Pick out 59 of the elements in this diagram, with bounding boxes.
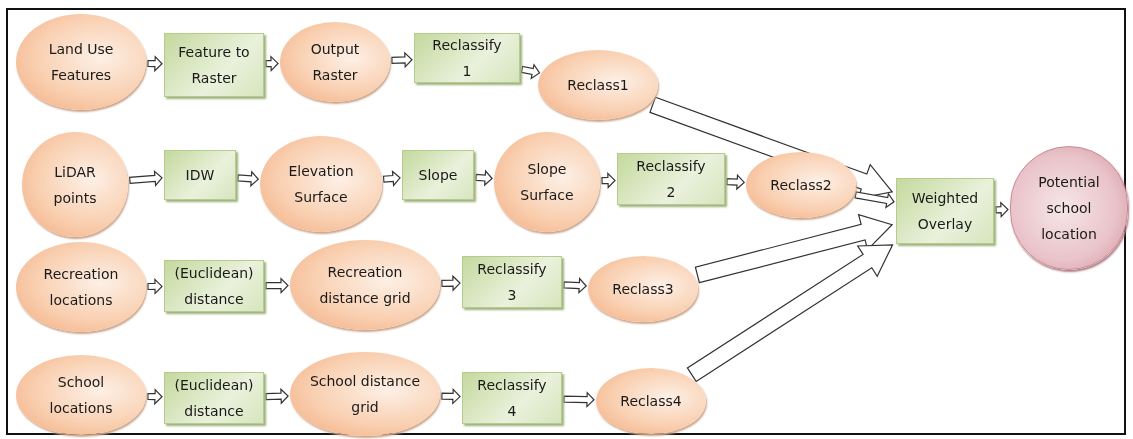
block-arrow: [265, 387, 289, 405]
process-box: [164, 372, 264, 424]
block-arrow: [147, 55, 163, 73]
node-label: School distance grid: [308, 372, 422, 417]
node-label: Feature to Raster: [177, 43, 251, 88]
node-label: Land Use Features: [47, 40, 115, 85]
node-label: Elevation Surface: [287, 162, 355, 207]
node-label: Reclassify 3: [476, 260, 548, 305]
process-box: [462, 256, 562, 308]
block-arrow: [694, 213, 894, 284]
node-label: Slope Surface: [519, 160, 575, 205]
node-label: Reclass2: [770, 176, 832, 195]
node-label: Reclass3: [612, 280, 674, 299]
node-label: (Euclidean) distance: [174, 376, 254, 421]
block-arrow: [391, 51, 413, 69]
node-label: Reclass4: [620, 392, 682, 411]
block-arrow: [128, 170, 163, 187]
process-box: [164, 150, 236, 200]
node-label: Weighted Overlay: [910, 189, 980, 234]
process-box: [896, 178, 994, 244]
node-label: Recreation distance grid: [318, 263, 412, 308]
data-ellipse: [538, 50, 658, 120]
block-arrow: [265, 55, 279, 73]
node-label: Reclassify 1: [431, 36, 503, 81]
node-label: IDW: [185, 166, 215, 185]
node-label: Reclassify 2: [635, 157, 707, 202]
block-arrow: [686, 244, 894, 383]
node-label: LiDAR points: [52, 162, 98, 208]
node-label: Potential school location: [1037, 173, 1101, 244]
block-arrow: [520, 63, 541, 80]
block-arrow: [441, 387, 461, 405]
block-arrow: [147, 277, 163, 295]
block-arrow: [563, 277, 588, 294]
process-box: [462, 372, 562, 424]
node-label: Reclassify 4: [476, 376, 548, 421]
data-ellipse: [746, 152, 856, 218]
process-box: [617, 153, 725, 205]
block-arrow: [475, 169, 493, 187]
block-arrow: [601, 172, 616, 189]
data-ellipse: [596, 368, 706, 434]
block-arrow: [441, 274, 461, 292]
process-box: [402, 150, 474, 200]
node-label: Recreation locations: [42, 265, 120, 310]
block-arrow: [237, 170, 260, 188]
node-label: Output Raster: [309, 40, 361, 85]
block-arrow: [265, 277, 289, 295]
node-label: (Euclidean) distance: [174, 264, 254, 309]
block-arrow: [726, 173, 746, 191]
process-box: [164, 33, 264, 97]
node-label: School locations: [48, 373, 114, 418]
node-label: Reclass1: [567, 76, 629, 95]
block-arrow: [995, 201, 1009, 219]
block-arrow: [854, 191, 895, 209]
block-arrow: [563, 391, 595, 409]
block-arrow: [147, 388, 163, 406]
block-arrow: [382, 170, 401, 187]
process-box: [414, 33, 520, 83]
node-label: Slope: [418, 166, 458, 185]
process-box: [164, 260, 264, 312]
